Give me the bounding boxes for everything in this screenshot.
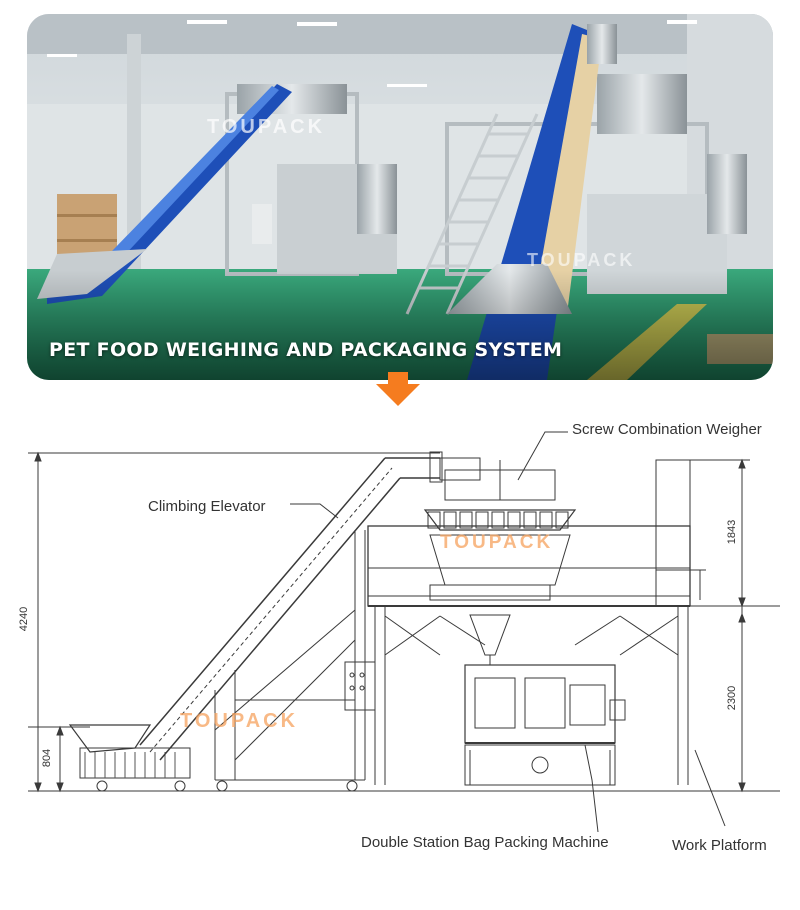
label-work-platform: Work Platform — [672, 837, 767, 854]
technical-drawing: Screw Combination Weigher Climbing Eleva… — [0, 400, 800, 910]
drawing-watermark-lower: TOUPACK — [180, 710, 299, 732]
factory-photo-illustration — [27, 14, 773, 380]
photo-watermark-2: TOUPACK — [527, 250, 636, 270]
machine-line-drawing — [28, 431, 780, 833]
factory-photo: TOUPACK TOUPACK PET FOOD WEIGHING AND PA… — [27, 14, 773, 380]
photo-watermark: TOUPACK — [207, 116, 326, 138]
drawing-watermark-upper: TOUPACK — [440, 532, 554, 553]
dimension-weigher-height: 1843 — [726, 519, 739, 545]
photo-caption: PET FOOD WEIGHING AND PACKAGING SYSTEM — [49, 339, 563, 361]
label-double-station-bag-packing-machine: Double Station Bag Packing Machine — [361, 834, 609, 851]
label-screw-combination-weigher: Screw Combination Weigher — [572, 421, 762, 438]
label-climbing-elevator: Climbing Elevator — [148, 498, 266, 515]
dimension-feeder-height: 804 — [41, 748, 54, 768]
dimension-platform-height: 2300 — [726, 685, 739, 711]
down-arrow-icon — [376, 372, 420, 411]
dimension-total-height: 4240 — [18, 606, 31, 632]
